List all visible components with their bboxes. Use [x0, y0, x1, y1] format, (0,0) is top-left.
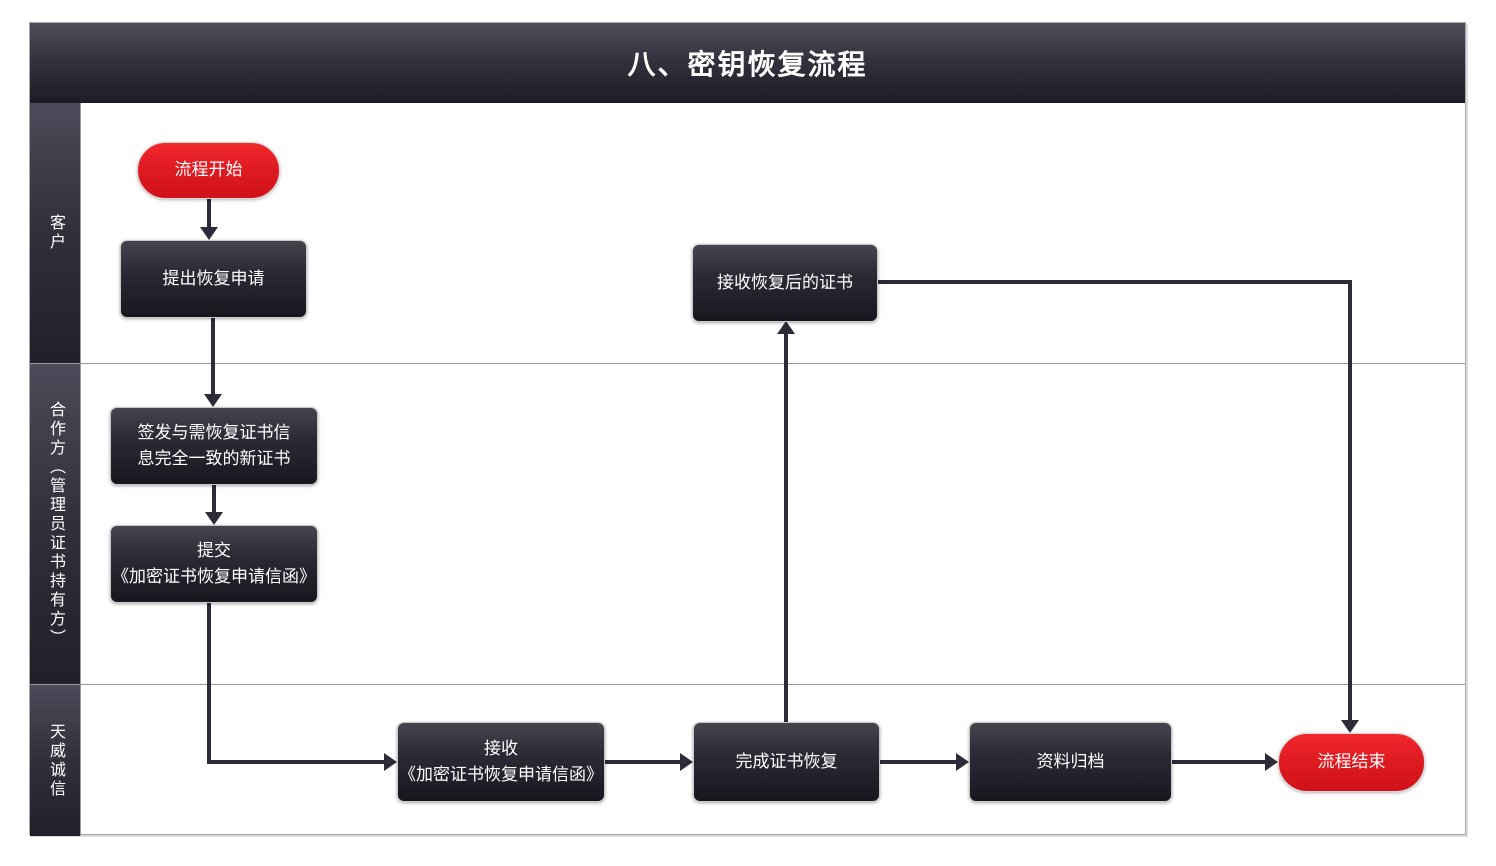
node-receive-letter: 接收 《加密证书恢复申请信函》 — [397, 722, 605, 802]
node-archive: 资料归档 — [969, 722, 1172, 802]
lane-label-itrus-text: 天威诚信 — [47, 722, 64, 799]
lane-label-partner-text: 合作方（管理员证书持有方） — [47, 400, 64, 648]
connector-issue-to-letter-line — [212, 485, 216, 513]
arrowhead-right-icon — [1265, 753, 1278, 771]
connector-receivecert-elbow-horizontal — [878, 280, 1352, 284]
connector-receive-to-complete-line — [605, 760, 681, 764]
lane-itrus: 天威诚信 — [30, 685, 1465, 836]
connector-receivecert-elbow-vertical — [1348, 280, 1352, 721]
connector-submit-to-issue-line — [211, 318, 215, 395]
node-submit-request: 提出恢复申请 — [120, 240, 307, 318]
node-issue-cert: 签发与需恢复证书信 息完全一致的新证书 — [110, 407, 318, 485]
arrowhead-down-icon — [200, 227, 218, 240]
arrowhead-down-icon — [1341, 720, 1359, 733]
arrowhead-up-icon — [777, 321, 795, 334]
arrowhead-right-icon — [680, 753, 693, 771]
arrowhead-down-icon — [204, 394, 222, 407]
connector-letter-elbow-horizontal — [207, 760, 385, 764]
diagram-title: 八、密钥恢复流程 — [627, 49, 868, 80]
node-submit-letter: 提交 《加密证书恢复申请信函》 — [110, 525, 318, 603]
connector-letter-elbow-vertical — [207, 603, 211, 764]
arrowhead-right-icon — [956, 753, 969, 771]
lane-partner: 合作方（管理员证书持有方） — [30, 364, 1465, 685]
connector-complete-to-receivecert-line — [784, 334, 788, 722]
node-receive-cert: 接收恢复后的证书 — [692, 244, 878, 322]
arrowhead-right-icon — [384, 753, 397, 771]
lane-label-customer-text: 客户 — [47, 214, 64, 252]
diagram-header: 八、密钥恢复流程 — [30, 23, 1465, 103]
connector-start-to-submit-line — [207, 199, 211, 228]
arrowhead-down-icon — [205, 512, 223, 525]
connector-complete-to-archive-line — [880, 760, 957, 764]
end-node: 流程结束 — [1278, 733, 1425, 792]
node-complete-recovery: 完成证书恢复 — [693, 722, 880, 802]
lane-label-itrus: 天威诚信 — [30, 685, 81, 836]
lane-customer: 客户 — [30, 103, 1465, 364]
connector-archive-to-end-line — [1172, 760, 1266, 764]
lane-label-partner: 合作方（管理员证书持有方） — [30, 364, 81, 684]
start-node: 流程开始 — [137, 142, 280, 199]
lane-label-customer: 客户 — [30, 103, 81, 363]
